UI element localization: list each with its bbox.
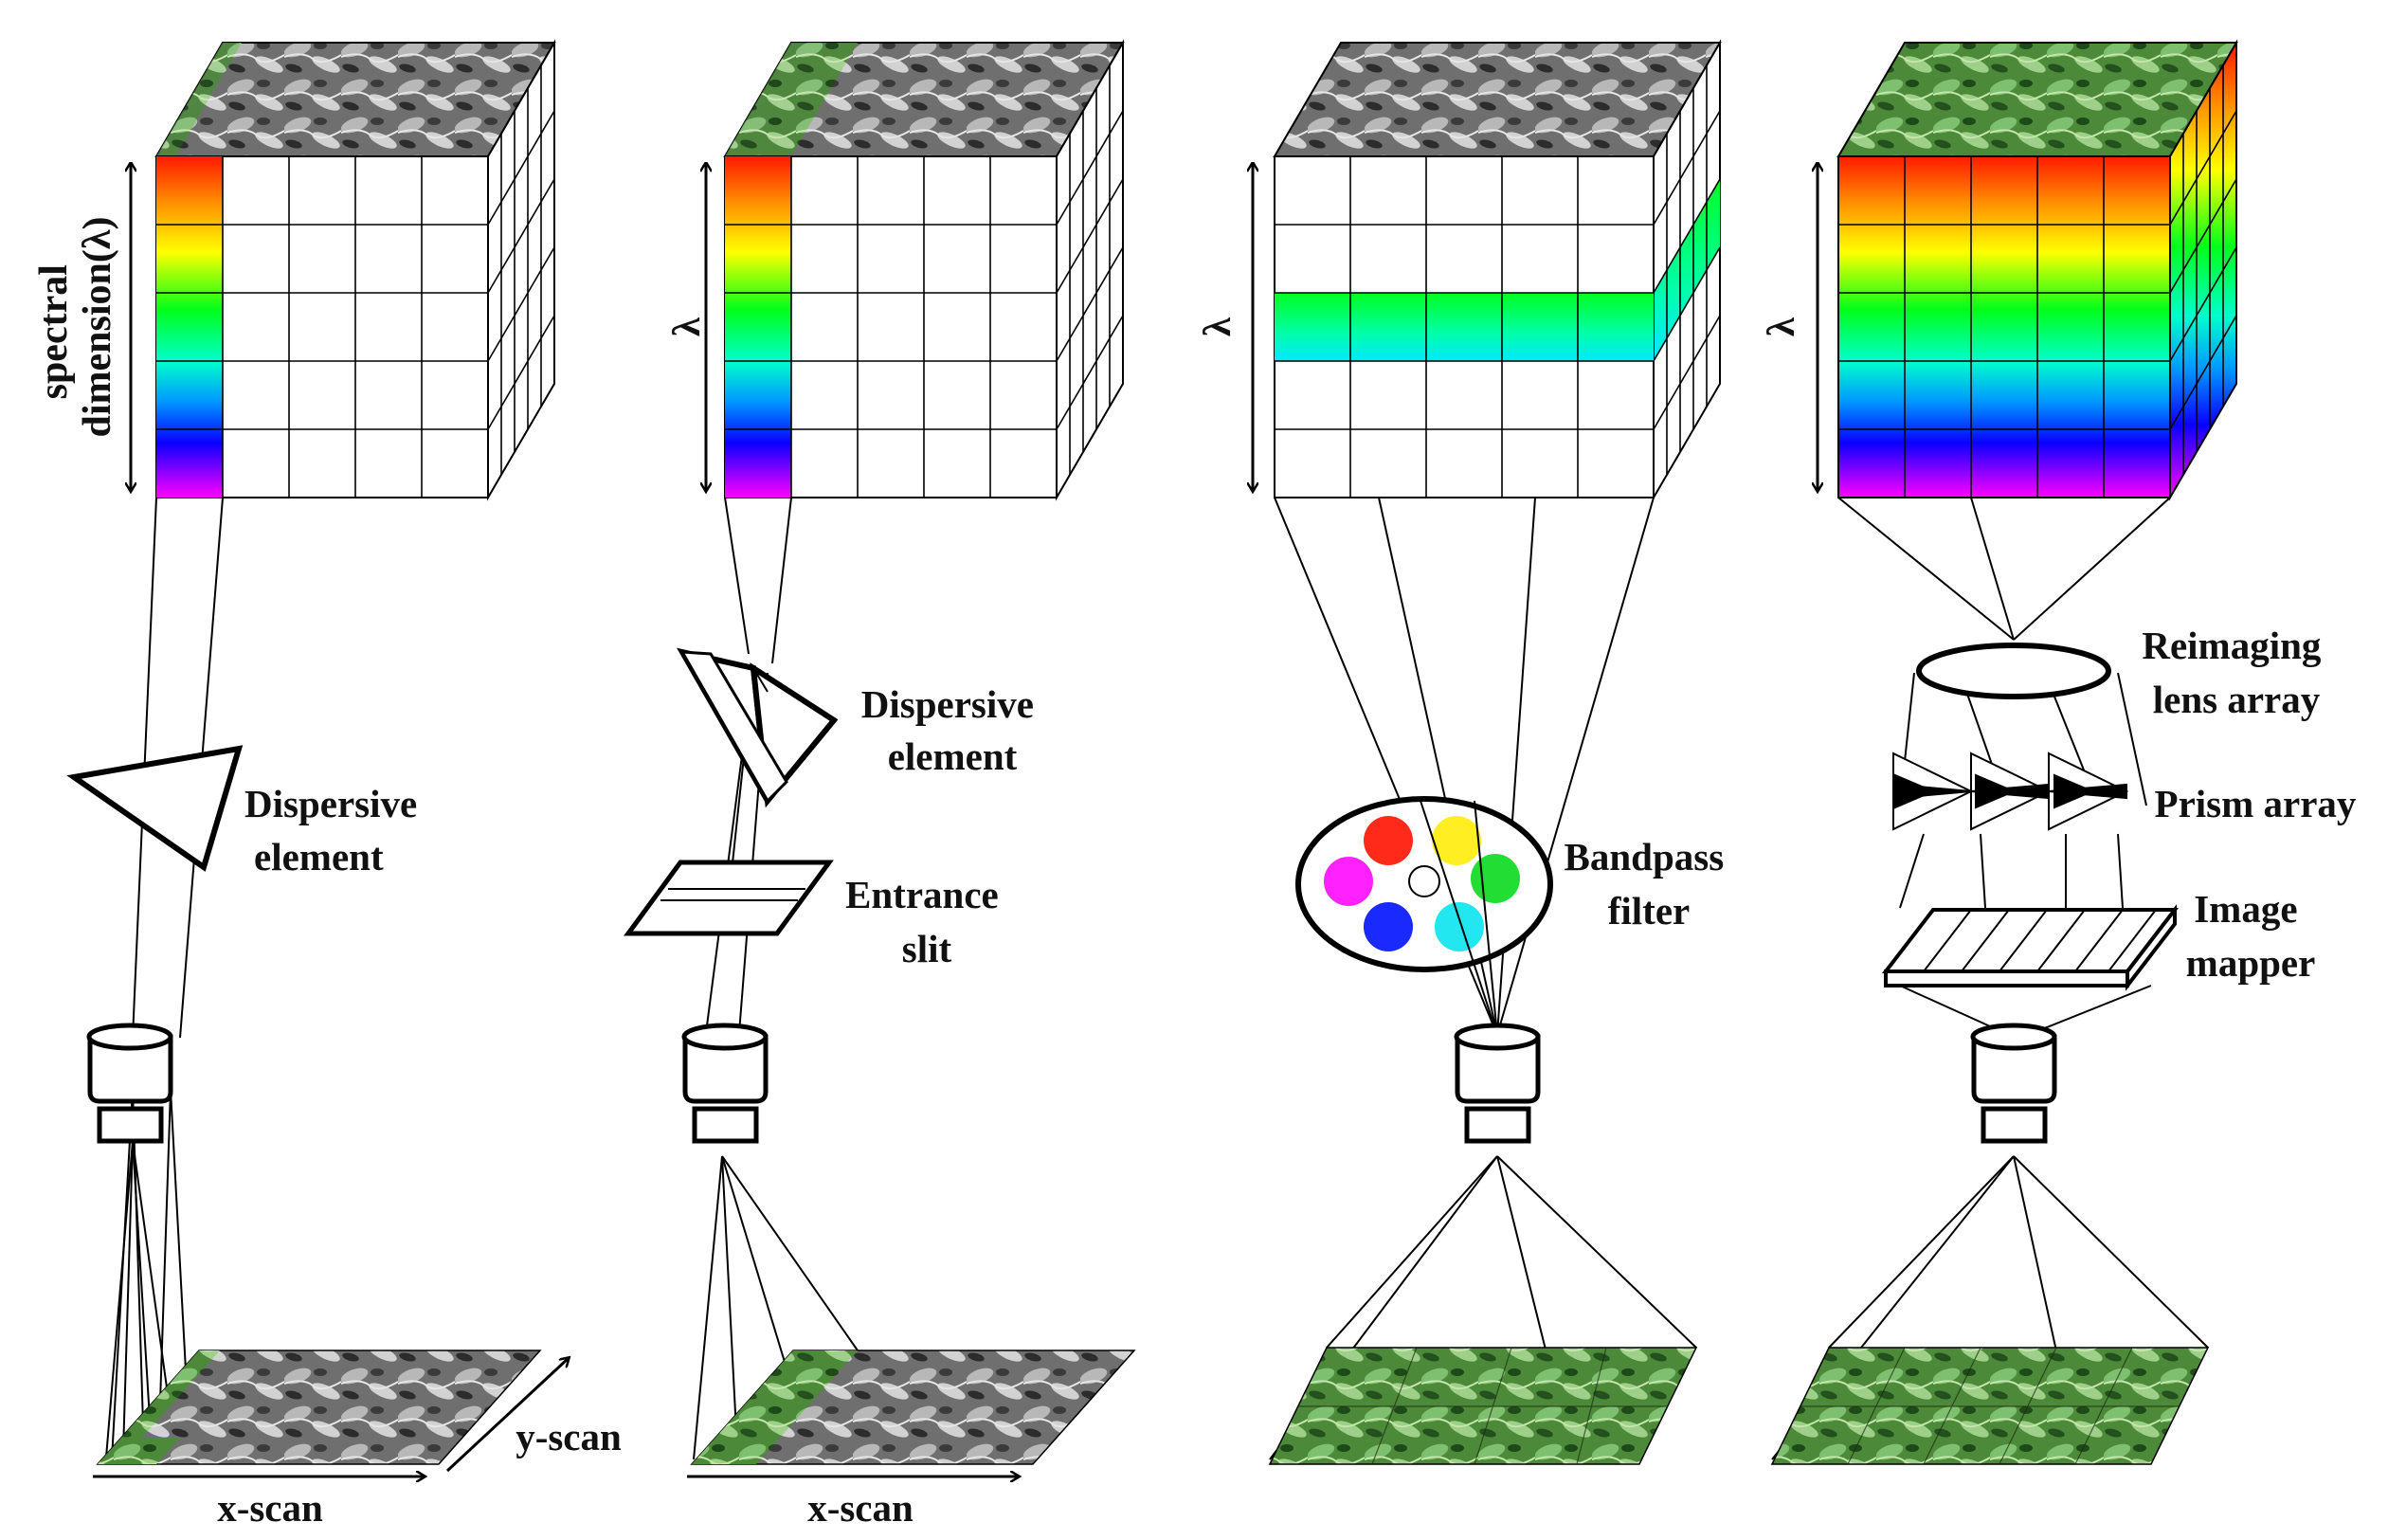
dispersive-element-prism — [676, 647, 839, 808]
prism-array-label: Prism array — [2155, 782, 2357, 825]
dispersive-element-prism — [66, 745, 244, 872]
prism-array — [1892, 752, 2129, 831]
panel-bandpass-filter: λ Bandpass filter — [1195, 39, 1734, 1465]
lambda-axis-label: λ — [1759, 317, 1802, 336]
objective-lens — [86, 1023, 173, 1144]
image-mapper-label: Image — [2194, 887, 2297, 931]
y-scan-arrow — [445, 1358, 569, 1473]
spectral-axis-label: spectral — [32, 264, 76, 399]
sample-image — [1268, 1347, 1698, 1465]
hypercube — [1836, 39, 2238, 501]
bandpass-filter-label: filter — [1608, 889, 1690, 933]
y-scan-label: y-scan — [516, 1415, 622, 1458]
sample-image — [96, 1350, 542, 1465]
spectrum-column — [725, 156, 791, 498]
dispersive-element-label: Dispersive — [244, 782, 417, 825]
panel-image-mapper: λ Reimaging lens array Prism array — [1759, 39, 2357, 1465]
filter-dot — [1471, 854, 1520, 903]
filter-dot — [1364, 816, 1413, 865]
image-mapper-block — [1881, 904, 2180, 991]
light-rays — [111, 497, 224, 1460]
svg-text:Reimaging lens array: Reimaging lens array — [2142, 624, 2330, 721]
objective-lens — [1970, 1023, 2057, 1144]
sample-image — [1770, 1347, 2210, 1465]
image-mapper-label: mapper — [2186, 941, 2316, 985]
reimaging-lens-array-label: Reimaging — [2142, 624, 2322, 667]
panel-line-scan: λ Dispersive element Entrance slit — [624, 39, 1136, 1530]
filter-dot — [1432, 816, 1481, 865]
svg-text:Dispersive element: Dispersive element — [861, 682, 1043, 778]
reimaging-lens-array-label: lens array — [2153, 678, 2321, 721]
entrance-slit-label: Entrance — [845, 873, 999, 916]
light-rays — [1837, 497, 2171, 1036]
spectral-band — [1275, 293, 1654, 361]
hypercube — [1273, 39, 1722, 501]
filter-dot — [1408, 865, 1440, 897]
svg-text:Image mapper: Image mapper — [2186, 887, 2316, 985]
dispersive-element-label: Dispersive — [861, 682, 1034, 726]
reimaging-lens-array — [1916, 643, 2111, 699]
sample-image — [690, 1350, 1136, 1465]
spectral-axis-label: dimension(λ) — [76, 217, 119, 438]
filter-dot — [1364, 902, 1413, 951]
band-side — [1654, 179, 1720, 361]
panel-point-scan: spectral dimension(λ) Dispersive element — [32, 39, 622, 1530]
x-scan-label: x-scan — [217, 1486, 323, 1530]
x-scan-label: x-scan — [807, 1486, 914, 1530]
svg-text:spectral dimension(λ): spectral dimension(λ) — [32, 217, 119, 438]
dispersive-element-label: element — [888, 734, 1018, 778]
hypercube — [723, 39, 1125, 501]
spectrum-front — [1837, 155, 2171, 498]
filter-dot — [1324, 857, 1373, 906]
svg-text:Entrance slit: Entrance slit — [845, 873, 1008, 970]
dispersive-element-label: element — [254, 835, 384, 879]
entrance-slit-label: slit — [902, 927, 952, 970]
entrance-slit — [624, 860, 834, 936]
svg-text:Bandpass filter: Bandpass filter — [1565, 835, 1734, 933]
svg-text:Dispersive element: Dispersive element — [244, 782, 426, 879]
lambda-axis-label: λ — [1195, 317, 1239, 336]
filter-color-dots — [1324, 816, 1520, 951]
spectrum-column — [156, 156, 223, 498]
lambda-axis-label: λ — [664, 317, 708, 336]
bandpass-filter-label: Bandpass — [1565, 835, 1725, 879]
filter-dot — [1435, 902, 1484, 951]
hypercube — [154, 39, 556, 501]
objective-lens — [681, 1023, 769, 1144]
objective-lens — [1454, 1023, 1541, 1144]
